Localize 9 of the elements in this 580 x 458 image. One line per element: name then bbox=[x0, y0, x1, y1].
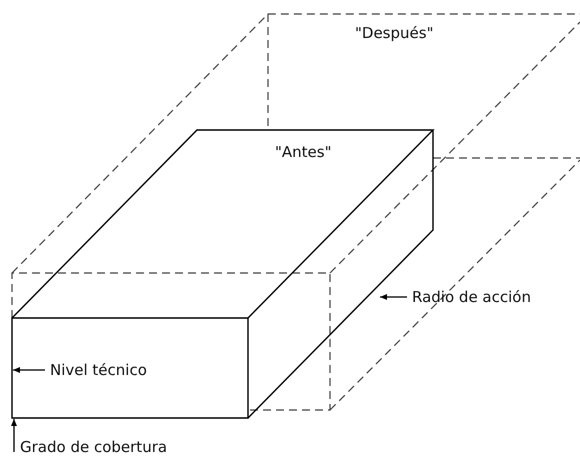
annotation-label: Radio de acción bbox=[412, 288, 572, 306]
box-label: "Después" bbox=[355, 24, 434, 42]
leader-arrow bbox=[11, 419, 17, 452]
annotation-label: Nivel técnico bbox=[50, 361, 190, 379]
leader-arrow bbox=[13, 367, 45, 373]
leader-arrow bbox=[380, 294, 407, 300]
annotation-label: Grado de cobertura bbox=[20, 438, 200, 456]
box-label: "Antes" bbox=[275, 143, 332, 161]
box-drawing bbox=[12, 14, 580, 410]
